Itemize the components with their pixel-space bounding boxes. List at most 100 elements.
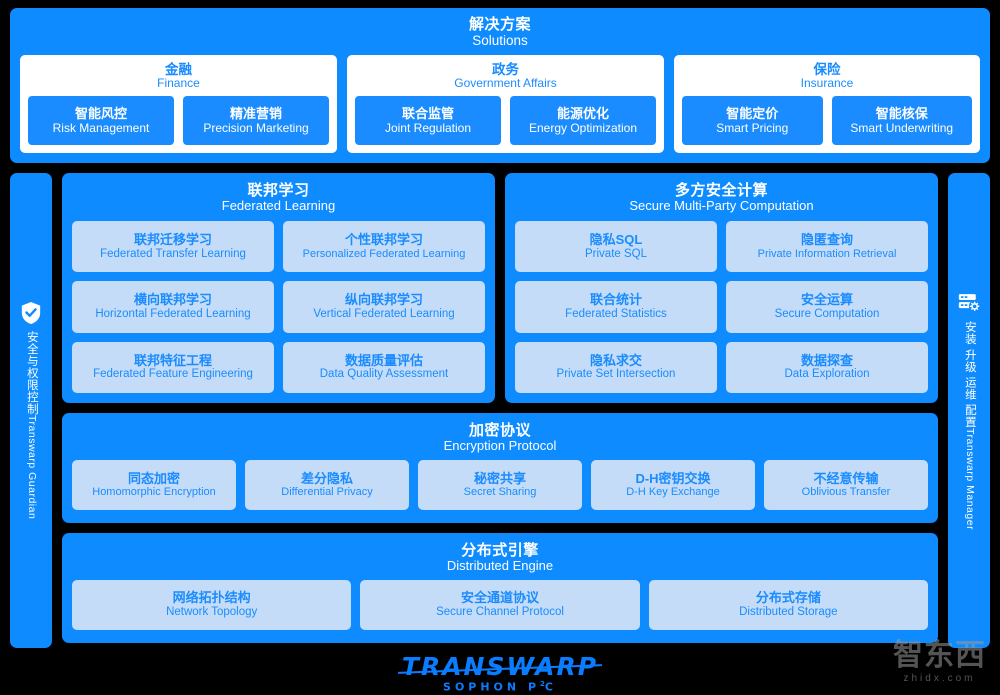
chip-distributed-storage[interactable]: 分布式存储 Distributed Storage [648,580,928,631]
chip-secure-computation[interactable]: 安全运算 Secure Computation [726,281,928,333]
solution-item-en: Smart Pricing [716,121,789,136]
solution-item[interactable]: 智能定价 Smart Pricing [682,96,823,145]
logo-sub-pre: SOPHON P [443,680,541,694]
chip-label-en: Private SQL [585,247,647,260]
block-title-cn: 联邦学习 [247,182,310,199]
solution-item-cn: 联合监管 [401,105,454,121]
chip-label-cn: 联邦特征工程 [133,352,212,368]
solution-item[interactable]: 联合监管 Joint Regulation [355,96,501,145]
block-distributed-engine: 分布式引擎 Distributed Engine 网络拓扑结构 Network … [62,533,938,643]
center-column: 联邦学习 Federated Learning 联邦迁移学习 Federated… [62,173,938,648]
block-title-cn: 加密协议 [468,422,531,439]
block-secure-multi-party-computation: 多方安全计算 Secure Multi-Party Computation 隐私… [505,173,938,403]
chip-private-set-intersection[interactable]: 隐私求交 Private Set Intersection [515,341,717,393]
block-title: 分布式引擎 Distributed Engine [72,539,928,580]
chip-label-en: Horizontal Federated Learning [95,307,251,320]
chip-label-cn: 隐私求交 [589,352,642,368]
chip-label-cn: 安全运算 [800,292,853,308]
chip-federated-feature-engineering[interactable]: 联邦特征工程 Federated Feature Engineering [72,341,274,393]
chip-horizontal-federated-learning[interactable]: 横向联邦学习 Horizontal Federated Learning [72,281,274,333]
chip-private-sql[interactable]: 隐私SQL Private SQL [515,221,717,273]
right-rail-text: 安装 升级 运维 配置 Transwarp Manager [960,321,978,530]
solution-item-cn: 智能风控 [74,105,127,121]
chip-oblivious-transfer[interactable]: 不经意传输 Oblivious Transfer [764,460,928,511]
chip-label-en: Secret Sharing [463,486,537,499]
solution-item-list: 智能风控 Risk Management 精准营销 Precision Mark… [28,96,329,145]
solution-card-title: 保险 Insurance [682,62,972,91]
chip-label-en: Federated Feature Engineering [93,368,253,381]
solution-card-title-en: Finance [157,75,200,90]
logo-subtitle: SOPHON P2C [443,680,557,694]
chip-label-cn: 隐匿查询 [800,232,853,248]
solution-item[interactable]: 智能风控 Risk Management [28,96,174,145]
chip-label-cn: 横向联邦学习 [133,292,212,308]
right-rail-label-cn: 安装 升级 运维 配置 [963,320,976,428]
chip-label-cn: 数据探查 [800,352,853,368]
logo-wordmark: TRANSWARP [401,651,599,681]
solution-card-insurance[interactable]: 保险 Insurance 智能定价 Smart Pricing 智能核保 Sma… [674,54,980,153]
chip-secure-channel-protocol[interactable]: 安全通道协议 Secure Channel Protocol [360,580,640,631]
solution-item-en: Risk Management [52,121,150,136]
solution-item-cn: 智能核保 [875,105,928,121]
chip-network-topology[interactable]: 网络拓扑结构 Network Topology [72,580,352,631]
chip-label-en: Homomorphic Encryption [92,486,216,499]
chip-vertical-federated-learning[interactable]: 纵向联邦学习 Vertical Federated Learning [283,281,485,333]
solution-card-title-en: Government Affairs [454,75,557,90]
solution-item-en: Joint Regulation [384,121,472,136]
solution-item-cn: 精准营销 [229,105,282,121]
left-rail-transwarp-guardian[interactable]: 安全与权限控制 Transwarp Guardian [10,173,52,648]
chip-differential-privacy[interactable]: 差分隐私 Differential Privacy [245,460,409,511]
chip-federated-statistics[interactable]: 联合统计 Federated Statistics [515,281,717,333]
solution-item-list: 联合监管 Joint Regulation 能源优化 Energy Optimi… [355,96,656,145]
block-encryption-protocol: 加密协议 Encryption Protocol 同态加密 Homomorphi… [62,413,938,523]
solutions-title: 解决方案 Solutions [20,14,980,55]
shield-check-icon [20,301,42,325]
chip-dh-key-exchange[interactable]: D-H密钥交换 D-H Key Exchange [591,460,755,511]
block-federated-learning: 联邦学习 Federated Learning 联邦迁移学习 Federated… [62,173,495,403]
server-gear-icon [958,291,980,315]
solution-card-title-cn: 金融 [165,61,192,77]
solution-card-government-affairs[interactable]: 政务 Government Affairs 联合监管 Joint Regulat… [347,54,664,153]
chip-label-cn: 数据质量评估 [344,352,423,368]
solution-item-en: Precision Marketing [203,121,309,136]
solution-item[interactable]: 精准营销 Precision Marketing [183,96,329,145]
chip-data-quality-assessment[interactable]: 数据质量评估 Data Quality Assessment [283,341,485,393]
chip-grid: 隐私SQL Private SQL 隐匿查询 Private Informati… [515,221,928,393]
chip-private-information-retrieval[interactable]: 隐匿查询 Private Information Retrieval [726,221,928,273]
chip-label-cn: 差分隐私 [300,470,353,486]
solutions-title-cn: 解决方案 [468,16,531,33]
solution-item[interactable]: 智能核保 Smart Underwriting [831,96,972,145]
chip-label-cn: 纵向联邦学习 [344,292,423,308]
block-title-cn: 分布式引擎 [461,542,539,559]
block-title: 联邦学习 Federated Learning [72,179,485,221]
chip-label-en: Data Exploration [784,368,870,381]
chip-label-en: Oblivious Transfer [801,486,891,499]
chip-label-en: Personalized Federated Learning [302,248,466,261]
transwarp-logo: TRANSWARP SOPHON P2C [402,654,598,693]
solutions-card-list: 金融 Finance 智能风控 Risk Management 精准营销 Pre… [20,54,980,153]
chip-federated-transfer-learning[interactable]: 联邦迁移学习 Federated Transfer Learning [72,221,274,273]
capability-row: 联邦学习 Federated Learning 联邦迁移学习 Federated… [62,173,938,403]
solution-card-finance[interactable]: 金融 Finance 智能风控 Risk Management 精准营销 Pre… [20,54,337,153]
right-rail-label-en: Transwarp Manager [963,428,976,531]
logo-sub-post: C [544,680,557,694]
chip-label-cn: 联合统计 [589,292,642,308]
chip-data-exploration[interactable]: 数据探查 Data Exploration [726,341,928,393]
solution-item[interactable]: 能源优化 Energy Optimization [510,96,656,145]
chip-label-cn: 秘密共享 [473,470,526,486]
chip-label-en: Federated Transfer Learning [100,247,246,260]
chip-label-cn: 联邦迁移学习 [133,232,212,248]
block-title-en: Encryption Protocol [443,438,557,454]
chip-secret-sharing[interactable]: 秘密共享 Secret Sharing [418,460,582,511]
chip-row: 同态加密 Homomorphic Encryption 差分隐私 Differe… [72,460,928,511]
chip-label-cn: 隐私SQL [589,232,643,248]
right-rail-transwarp-manager[interactable]: 安装 升级 运维 配置 Transwarp Manager [948,173,990,648]
chip-label-en: Federated Statistics [565,307,667,320]
solution-item-cn: 能源优化 [556,105,609,121]
solution-card-title-cn: 保险 [813,61,841,77]
chip-homomorphic-encryption[interactable]: 同态加密 Homomorphic Encryption [72,460,236,511]
chip-label-en: Secure Channel Protocol [436,606,564,619]
chip-personalized-federated-learning[interactable]: 个性联邦学习 Personalized Federated Learning [283,221,485,273]
chip-label-cn: 分布式存储 [755,590,821,606]
